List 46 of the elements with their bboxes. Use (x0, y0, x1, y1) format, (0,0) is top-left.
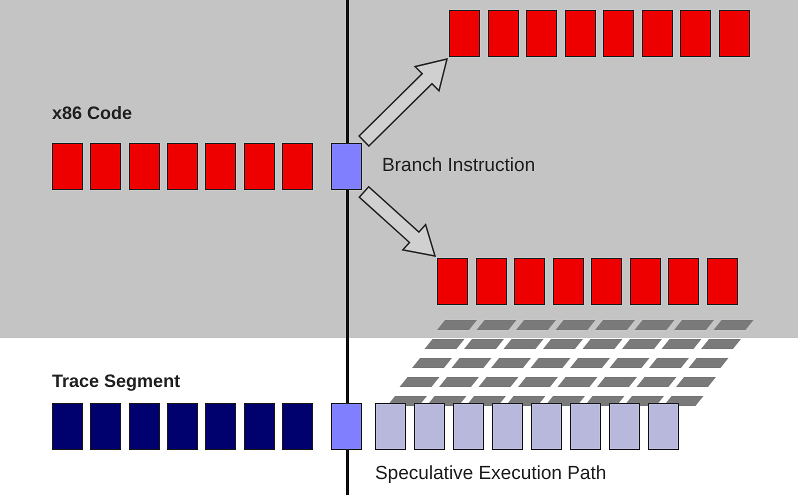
speculative-block (531, 403, 562, 450)
section-heading: x86 Code (52, 103, 132, 124)
speculative-block (453, 403, 484, 450)
trace-block (52, 403, 83, 450)
instruction-block (205, 143, 236, 190)
trace-block (90, 403, 122, 450)
block-arrow (358, 186, 436, 257)
block-arrow (358, 58, 448, 148)
instruction-block (437, 258, 468, 305)
instruction-block (166, 143, 198, 190)
instruction-block (488, 10, 518, 57)
instruction-block (564, 10, 596, 57)
trace-block (166, 403, 198, 450)
instruction-block (603, 10, 634, 57)
instruction-block (526, 10, 557, 57)
instruction-block (718, 10, 750, 57)
speculative-block (414, 403, 445, 450)
speculative-block (648, 403, 679, 450)
instruction-block (591, 258, 622, 305)
instruction-block (514, 258, 545, 305)
trace-block (244, 403, 274, 450)
instruction-block (642, 10, 672, 57)
instruction-block (282, 143, 313, 190)
speculative-block (609, 403, 640, 450)
instruction-block (476, 258, 506, 305)
instruction-label: Branch Instruction (382, 155, 536, 177)
instruction-block (706, 258, 738, 305)
instruction-block (449, 10, 480, 57)
instruction-block (244, 143, 274, 190)
speculative-block (492, 403, 523, 450)
instruction-block (90, 143, 122, 190)
speculative-block (570, 403, 601, 450)
trace-block (128, 403, 160, 450)
instruction-block (680, 10, 711, 57)
trace-block (282, 403, 313, 450)
instruction-block (668, 258, 699, 305)
section-heading: Trace Segment (52, 371, 180, 392)
trace-block (205, 403, 236, 450)
instruction-block (552, 258, 584, 305)
speculative-block (375, 403, 406, 450)
branch-instruction-block (331, 143, 362, 190)
instruction-block (128, 143, 160, 190)
branch-instruction-block (331, 403, 362, 450)
instruction-block (630, 258, 660, 305)
instruction-block (52, 143, 83, 190)
path-label: Speculative Execution Path (375, 463, 606, 485)
